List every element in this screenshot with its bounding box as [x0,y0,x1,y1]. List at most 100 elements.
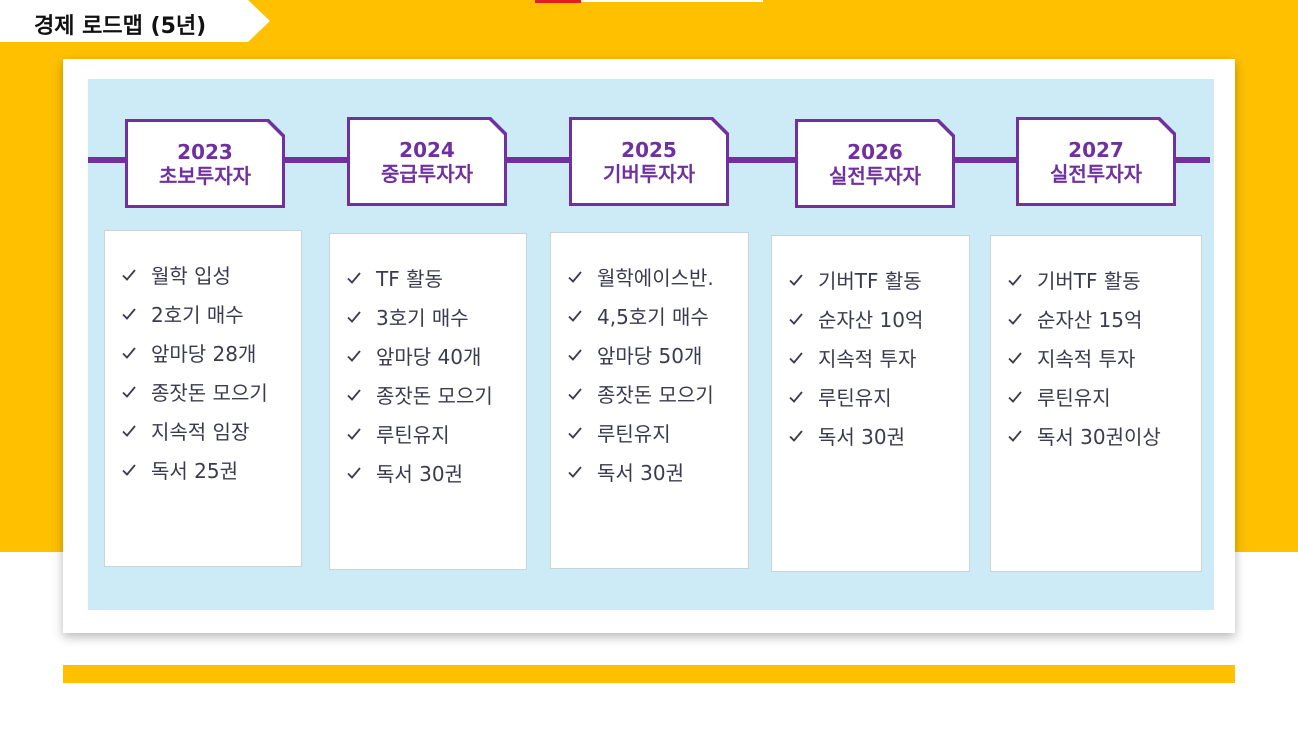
check-icon [122,268,136,281]
check-icon [347,388,361,401]
check-icon [122,307,136,320]
list-item: 기버TF 활동 [1007,260,1201,299]
list-item: 루틴유지 [567,413,748,452]
title-tag [0,0,270,42]
list-item: 2호기 매수 [121,294,301,333]
list-item: 독서 30권 [788,416,969,455]
list-item: 독서 30권 [567,452,748,491]
list-item-text: 3호기 매수 [376,306,469,330]
check-icon [1008,390,1022,403]
list-item-text: 지속적 투자 [1037,347,1136,371]
list-item-text: 독서 30권이상 [1037,425,1161,449]
list-item: 지속적 투자 [788,338,969,377]
check-icon [568,387,582,400]
list-item-text: 순자산 15억 [1037,308,1143,332]
list-item: 지속적 투자 [1007,338,1201,377]
check-icon [1008,351,1022,364]
stage-card-2024: TF 활동 3호기 매수 앞마당 40개 종잣돈 모으기 루틴유지 독서 30권 [329,233,527,570]
list-item: 월학에이스반. [567,257,748,296]
check-icon [568,309,582,322]
check-icon [1008,273,1022,286]
list-item: 독서 30권 [346,453,526,492]
check-icon [789,312,803,325]
list-item: 종잣돈 모으기 [346,375,526,414]
check-icon [1008,429,1022,442]
list-item-text: 독서 25권 [151,459,239,483]
list-item-text: TF 활동 [376,267,443,291]
list-item-text: 앞마당 28개 [151,342,257,366]
check-icon [568,426,582,439]
stage-node-2025: 2025 기버투자자 [569,117,729,206]
list-item-text: 2호기 매수 [151,303,244,327]
check-icon [568,348,582,361]
list-item: 종잣돈 모으기 [567,374,748,413]
list-item-text: 앞마당 40개 [376,345,482,369]
stage-card-2027: 기버TF 활동 순자산 15억 지속적 투자 루틴유지 독서 30권이상 [990,235,1202,572]
list-item: 순자산 15억 [1007,299,1201,338]
stage-label: 실전투자자 [829,163,921,188]
list-item-text: 월학에이스반. [597,266,714,290]
stage-card-2023: 월학 입성 2호기 매수 앞마당 28개 종잣돈 모으기 지속적 임장 독서 2… [104,230,302,567]
list-item: 앞마당 40개 [346,336,526,375]
stage-node-2024: 2024 중급투자자 [347,117,507,206]
list-item-text: 종잣돈 모으기 [376,384,493,408]
list-item-text: 독서 30권 [376,462,464,486]
stage-node-2026: 2026 실전투자자 [795,119,955,208]
list-item: 순자산 10억 [788,299,969,338]
page-title: 경제 로드맵 (5년) [34,14,207,39]
list-item-text: 루틴유지 [376,423,450,447]
check-icon [347,349,361,362]
check-icon [122,346,136,359]
stage-node-2023: 2023 초보투자자 [125,119,285,208]
check-icon [347,310,361,323]
check-icon [789,390,803,403]
list-item-text: 월학 입성 [151,264,231,288]
check-icon [122,463,136,476]
list-item: 앞마당 50개 [567,335,748,374]
top-accent-red [535,0,581,3]
list-item-text: 루틴유지 [818,386,892,410]
list-item-text: 독서 30권 [597,461,685,485]
list-item: 독서 25권 [121,450,301,489]
list-item-text: 루틴유지 [597,422,671,446]
list-item: 앞마당 28개 [121,333,301,372]
list-item-text: 기버TF 활동 [1037,269,1141,293]
list-item-text: 기버TF 활동 [818,269,922,293]
list-item: 종잣돈 모으기 [121,372,301,411]
check-icon [122,385,136,398]
stage-label: 기버투자자 [603,161,695,186]
list-item-text: 독서 30권 [818,425,906,449]
stage-card-2025: 월학에이스반. 4,5호기 매수 앞마당 50개 종잣돈 모으기 루틴유지 독서… [550,232,749,569]
check-icon [1008,312,1022,325]
check-icon [347,271,361,284]
check-icon [789,429,803,442]
check-icon [568,270,582,283]
stage-year: 2023 [177,139,233,164]
list-item-text: 지속적 투자 [818,347,917,371]
stage-label: 실전투자자 [1050,161,1142,186]
list-item: 4,5호기 매수 [567,296,748,335]
stage-year: 2024 [399,137,455,162]
check-icon [568,465,582,478]
check-icon [789,351,803,364]
list-item-text: 종잣돈 모으기 [597,383,714,407]
check-icon [789,273,803,286]
stage-node-2027: 2027 실전투자자 [1016,117,1176,206]
list-item-text: 앞마당 50개 [597,344,703,368]
stage-label: 초보투자자 [159,163,251,188]
list-item: 루틴유지 [346,414,526,453]
list-item-text: 지속적 임장 [151,420,250,444]
check-icon [122,424,136,437]
top-accent-white [581,0,763,2]
check-icon [347,427,361,440]
stage-year: 2027 [1068,137,1124,162]
stage-label: 중급투자자 [381,161,473,186]
list-item: 독서 30권이상 [1007,416,1201,455]
list-item: TF 활동 [346,258,526,297]
bottom-accent-bar [63,665,1235,683]
list-item: 루틴유지 [1007,377,1201,416]
list-item-text: 4,5호기 매수 [597,305,709,329]
list-item: 3호기 매수 [346,297,526,336]
list-item: 루틴유지 [788,377,969,416]
list-item-text: 종잣돈 모으기 [151,381,268,405]
